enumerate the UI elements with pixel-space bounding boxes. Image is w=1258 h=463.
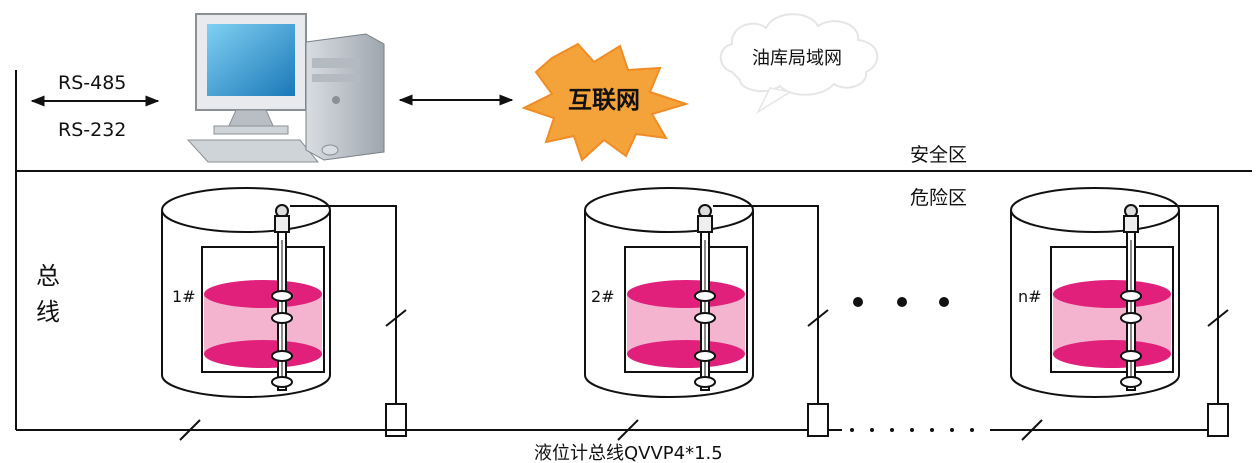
junction-box-n [1207, 403, 1229, 437]
ellipsis-dot [897, 297, 907, 307]
rs485-label: RS-485 [58, 72, 126, 94]
tank-n [1010, 187, 1216, 398]
bus-tick-marks [179, 419, 1043, 441]
bus-dotted-continuation [850, 428, 974, 432]
sensor-cable-1 [290, 205, 407, 404]
bus-cable-label: 液位计总线QVVP4*1.5 [534, 443, 723, 463]
starburst-icon [521, 42, 690, 162]
tank-2 [584, 187, 790, 398]
tank-2-label: 2# [591, 287, 615, 306]
internet-label: 互联网 [568, 86, 640, 114]
ellipsis-dot [853, 297, 863, 307]
sensor-cable-2 [713, 205, 829, 404]
tank-n-label: n# [1018, 287, 1042, 306]
sensor-cable-n [1139, 205, 1229, 404]
rs232-label: RS-232 [58, 119, 126, 141]
lan-label: 油库局域网 [752, 48, 842, 69]
ellipsis-dot [939, 297, 949, 307]
cloud-icon [719, 13, 879, 115]
junction-box-1 [385, 403, 407, 437]
computer-icon [186, 13, 385, 163]
safe-zone-label: 安全区 [910, 144, 967, 166]
tank-1-label: 1# [172, 287, 196, 306]
junction-box-2 [807, 403, 829, 437]
bus-label-bottom: 线 [36, 298, 60, 326]
bus-label-top: 总 [36, 262, 60, 290]
danger-zone-label: 危险区 [910, 187, 967, 209]
